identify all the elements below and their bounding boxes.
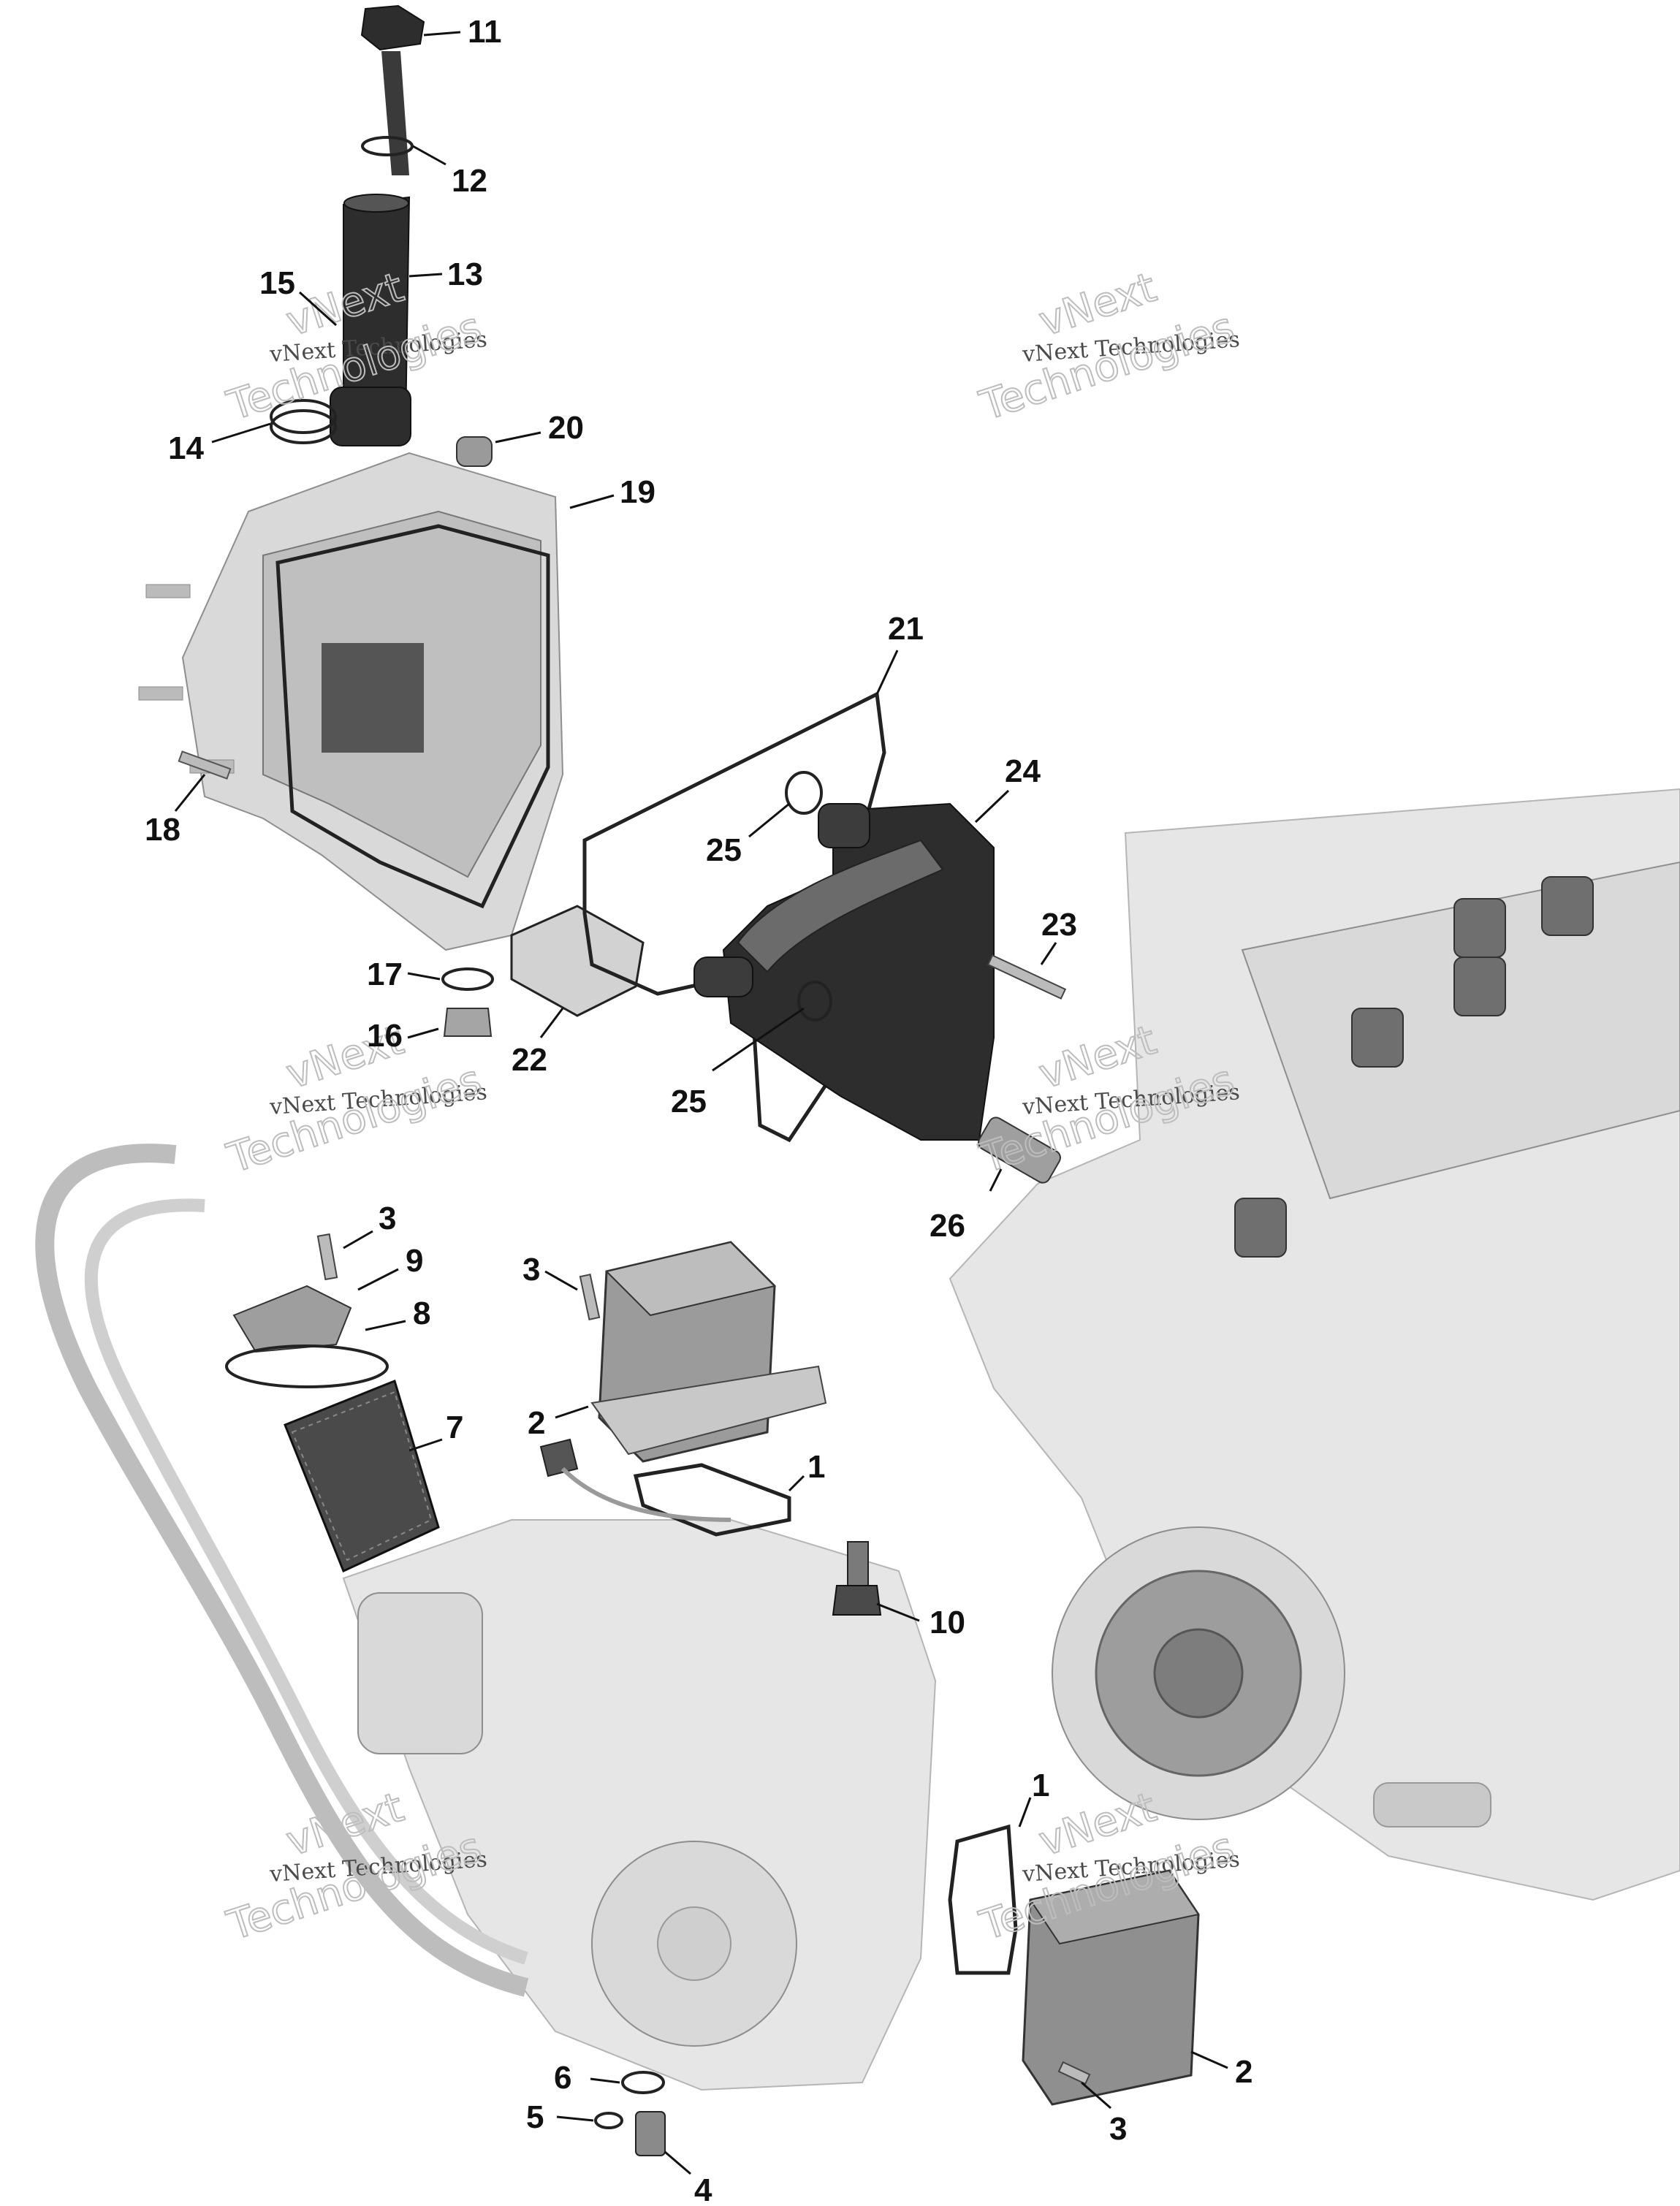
plug-20 (456, 436, 493, 467)
engine-block-ghost (949, 788, 1680, 1901)
oil-hose-ghost (35, 1144, 529, 1997)
callout-8: 8 (413, 1296, 430, 1331)
oil-filter-7 (284, 1379, 440, 1573)
screen-22 (510, 905, 645, 1017)
bolt-3-lower (1057, 2061, 1091, 2085)
callout-22: 22 (512, 1042, 547, 1078)
callout-20: 20 (548, 410, 584, 446)
callout-17: 17 (367, 956, 403, 992)
callout-21: 21 (888, 611, 924, 647)
callout-5: 5 (526, 2099, 544, 2135)
gasket-21 (582, 691, 886, 1143)
callout-25-upper: 25 (706, 832, 742, 868)
valve-26 (978, 1117, 1061, 1184)
callout-13: 13 (447, 256, 483, 292)
callout-9: 9 (406, 1243, 423, 1279)
o-ring-25-upper (785, 771, 823, 815)
callout-26: 26 (930, 1208, 965, 1244)
callout-1-upper: 1 (807, 1449, 825, 1485)
callout-2-upper: 2 (528, 1405, 545, 1441)
callout-7: 7 (446, 1410, 463, 1445)
callout-25-lower: 25 (671, 1084, 707, 1119)
leader-lines (174, 31, 1228, 2175)
spring-clip-14 (270, 399, 337, 434)
bolt-3-upper (579, 1274, 601, 1320)
washer-5 (594, 2112, 623, 2129)
callout-15: 15 (259, 265, 295, 301)
callout-23: 23 (1041, 907, 1077, 943)
oil-filler-assembly (270, 4, 493, 467)
sensor-10 (832, 1541, 882, 1616)
bolt-18 (178, 750, 232, 780)
watermark-ml: vNext vNext Technologies Technologies (221, 1016, 488, 1184)
o-ring-12 (361, 136, 414, 156)
bolt-3-top-left (316, 1233, 338, 1281)
callout-3-cooler-upper: 3 (522, 1252, 540, 1288)
o-ring-25-lower (797, 981, 832, 1022)
gasket-1-lower (948, 1824, 1018, 1975)
callout-6: 6 (554, 2060, 571, 2096)
oil-filter-group (225, 1233, 440, 1573)
callout-4: 4 (694, 2172, 712, 2206)
transmission-housing-ghost (342, 1519, 937, 2091)
callout-11: 11 (468, 14, 502, 50)
small-parts-16-17-22 (441, 905, 645, 1037)
drain-plug-4 (635, 2111, 666, 2156)
o-ring-6 (621, 2071, 665, 2094)
callout-12: 12 (452, 163, 487, 199)
filter-cap-9 (232, 1285, 352, 1353)
o-ring-17 (441, 967, 494, 991)
callout-14: 14 (168, 430, 204, 466)
callout-2-lower: 2 (1235, 2054, 1253, 2090)
valve-cover-19 (138, 452, 564, 951)
callout-16: 16 (367, 1018, 403, 1054)
bolt-23 (987, 954, 1067, 1000)
callout-24: 24 (1005, 753, 1041, 789)
callout-3-filter: 3 (379, 1201, 396, 1236)
oil-pump-housing-24 (693, 802, 995, 1141)
oil-cooler-upper (539, 1241, 827, 1537)
drain-plug-group (594, 2071, 666, 2156)
plug-16 (443, 1008, 493, 1037)
dipstick-cap (360, 4, 425, 51)
gasket-1-upper (633, 1463, 791, 1537)
oil-cooler-lower (948, 1824, 1200, 2106)
o-ring-8 (225, 1344, 389, 1388)
dipstick-rod (381, 51, 409, 175)
callout-10: 10 (930, 1605, 965, 1640)
callout-19: 19 (620, 474, 655, 510)
watermark-tr: vNext vNext Technologies Technologies (973, 263, 1241, 431)
callout-labels: 11 12 13 15 14 20 19 21 24 25 18 23 17 1… (145, 14, 1253, 2206)
callout-3-cooler-lower: 3 (1109, 2111, 1127, 2147)
callout-18: 18 (145, 812, 180, 848)
callout-1-lower: 1 (1032, 1768, 1049, 1803)
